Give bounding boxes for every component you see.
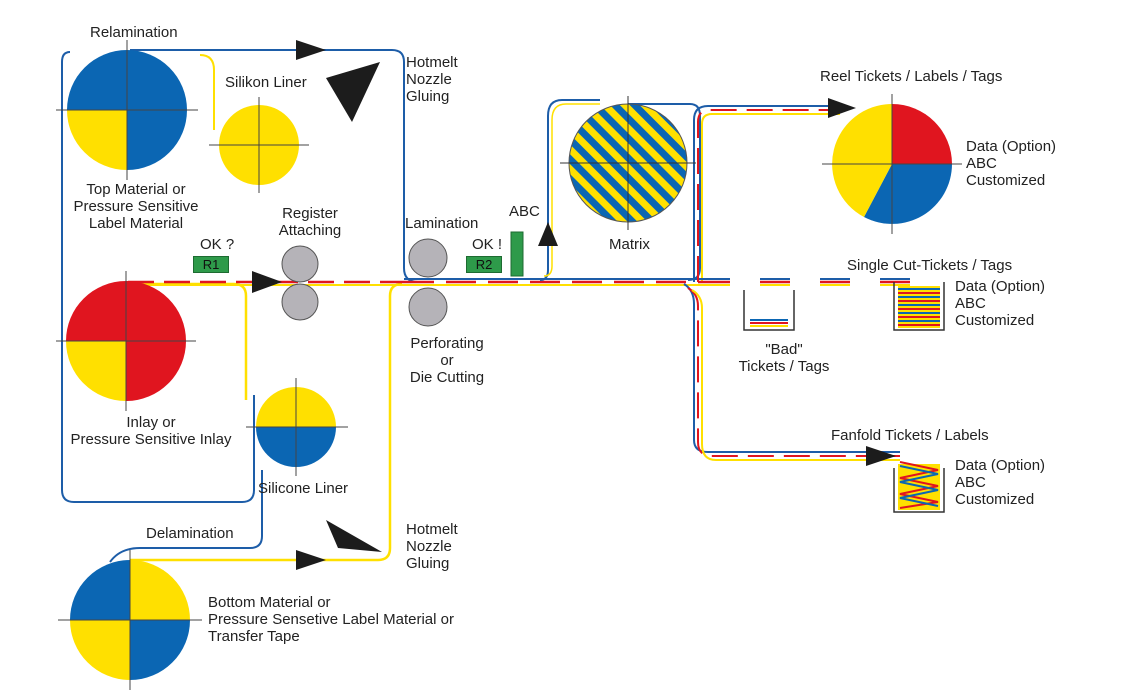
arrow-hotmelt-bottom	[326, 520, 382, 552]
top-material-reel	[56, 40, 198, 180]
matrix-reel	[560, 96, 696, 230]
arrow-fanfold	[866, 446, 896, 466]
reel-branch-blue	[693, 105, 840, 283]
fanfold-branch-red	[687, 287, 900, 457]
label-data-fanfold: Data (Option) ABC Customized	[955, 457, 1046, 508]
arrow-register	[252, 271, 282, 293]
abc-sensor	[510, 231, 524, 277]
label-silicone-liner: Silicone Liner	[258, 480, 349, 497]
label-data-reel: Data (Option) ABC Customized	[966, 138, 1057, 189]
label-reel-tickets: Reel Tickets / Labels / Tags	[820, 68, 1003, 85]
arrow-bottom-web	[296, 550, 326, 570]
label-hotmelt-bottom: Hotmelt Nozzle Gluing	[406, 521, 458, 572]
label-ok-exclaim: OK !	[472, 236, 503, 253]
inlay-reel	[56, 271, 196, 411]
lamination-rollers	[408, 238, 448, 327]
register-rollers	[281, 245, 319, 321]
top-web-line	[130, 49, 419, 283]
label-lamination: Lamination	[405, 215, 479, 232]
label-ok-question: OK ?	[200, 236, 235, 253]
reel-branch-yellow	[701, 113, 840, 282]
single-cut-stack	[893, 282, 945, 331]
arrow-top-web	[296, 40, 326, 60]
r1-sensor: R1	[193, 256, 229, 273]
reel-branch-red	[697, 109, 840, 282]
label-hotmelt-top: Hotmelt Nozzle Gluing	[406, 54, 458, 105]
label-perforating: Perforating or Die Cutting	[409, 335, 485, 386]
bad-tickets-tray	[743, 290, 795, 331]
fanfold-branch-yellow	[691, 289, 900, 461]
matrix-loop-inner	[543, 103, 600, 277]
label-silikon-liner: Silikon Liner	[225, 74, 307, 91]
label-register: Register Attaching	[278, 205, 342, 239]
arrow-hotmelt-top	[326, 62, 380, 122]
top-loop-line	[61, 51, 255, 503]
label-abc: ABC	[509, 203, 540, 220]
matrix-loop	[539, 99, 600, 281]
label-bottom-material: Bottom Material or Pressure Sensetive La…	[208, 594, 454, 645]
reel-tickets-reel	[822, 94, 962, 234]
silikon-liner-line	[199, 54, 215, 130]
fanfold-stack	[893, 461, 945, 513]
arrow-reel	[828, 98, 856, 118]
label-fanfold: Fanfold Tickets / Labels	[831, 427, 989, 444]
silicone-liner-reel	[246, 378, 348, 476]
arrow-matrix	[538, 222, 558, 246]
label-matrix: Matrix	[609, 236, 650, 253]
label-delamination: Delamination	[146, 525, 234, 542]
r2-sensor: R2	[466, 256, 502, 273]
label-single-cut: Single Cut-Tickets / Tags	[847, 257, 1013, 274]
silikon-liner-reel	[209, 97, 309, 193]
label-relamination: Relamination	[90, 24, 178, 41]
label-inlay: Inlay or Pressure Sensitive Inlay	[70, 414, 232, 448]
label-bad-tickets: "Bad" Tickets / Tags	[738, 341, 830, 375]
label-top-material: Top Material or Pressure Sensitive Label…	[73, 181, 199, 232]
delamination-line	[109, 470, 263, 563]
label-data-single: Data (Option) ABC Customized	[955, 278, 1046, 329]
bottom-material-reel	[58, 550, 202, 690]
